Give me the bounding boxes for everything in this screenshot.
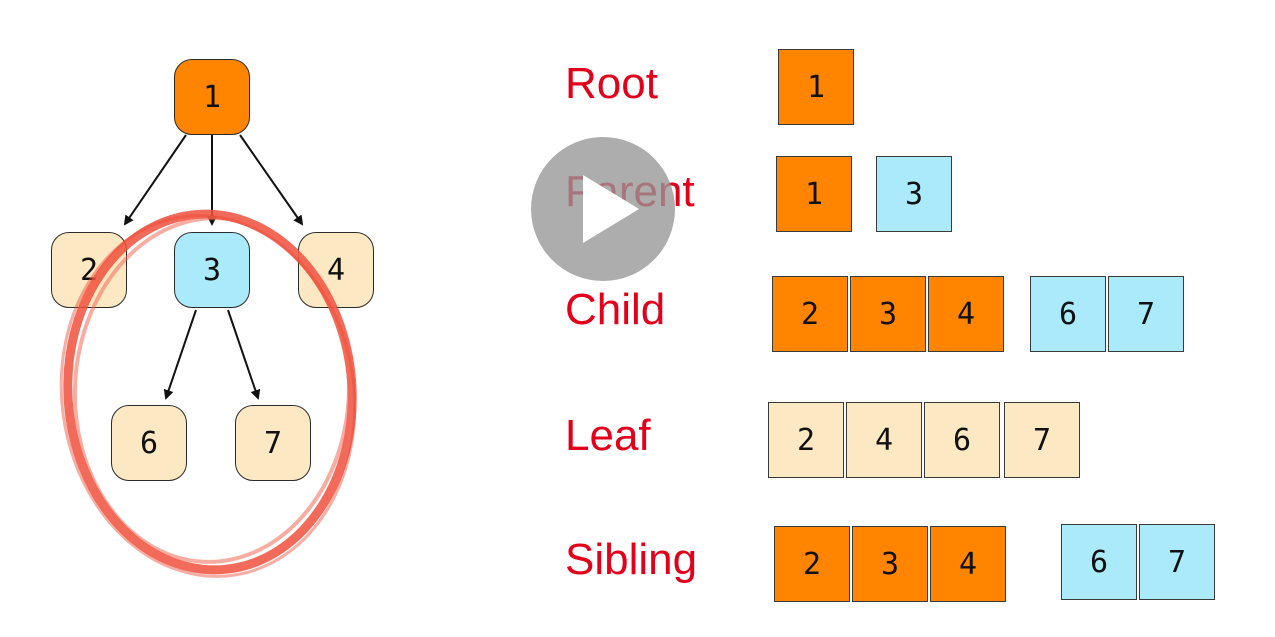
sibling-box-2: 2 (774, 526, 850, 602)
play-icon (583, 175, 639, 243)
term-root: Root (565, 59, 658, 108)
play-button[interactable] (531, 137, 675, 281)
tree-node-2: 2 (51, 232, 127, 308)
parent-box-1: 1 (776, 156, 852, 232)
tree-node-4: 4 (298, 232, 374, 308)
edge-3-6 (163, 309, 197, 400)
sibling-box-4: 4 (930, 526, 1006, 602)
root-box-1: 1 (778, 49, 854, 125)
child-box-6: 6 (1030, 276, 1106, 352)
edge-3-7 (227, 309, 261, 400)
tree-node-3: 3 (174, 232, 250, 308)
child-box-7: 7 (1108, 276, 1184, 352)
parent-box-3: 3 (876, 156, 952, 232)
leaf-box-6: 6 (924, 402, 1000, 478)
child-box-2: 2 (772, 276, 848, 352)
leaf-box-2: 2 (768, 402, 844, 478)
sibling-box-6: 6 (1061, 524, 1137, 600)
term-leaf: Leaf (565, 411, 651, 460)
leaf-box-7: 7 (1004, 402, 1080, 478)
sibling-box-7: 7 (1139, 524, 1215, 600)
child-box-4: 4 (928, 276, 1004, 352)
term-child: Child (565, 285, 666, 334)
tree-node-7: 7 (235, 405, 311, 481)
leaf-box-4: 4 (846, 402, 922, 478)
term-sibling: Sibling (565, 535, 698, 584)
edge-1-4 (239, 134, 304, 226)
tree-node-1: 1 (174, 59, 250, 135)
child-box-3: 3 (850, 276, 926, 352)
sibling-box-3: 3 (852, 526, 928, 602)
tree-node-6: 6 (111, 405, 187, 481)
edge-1-2 (123, 134, 187, 226)
